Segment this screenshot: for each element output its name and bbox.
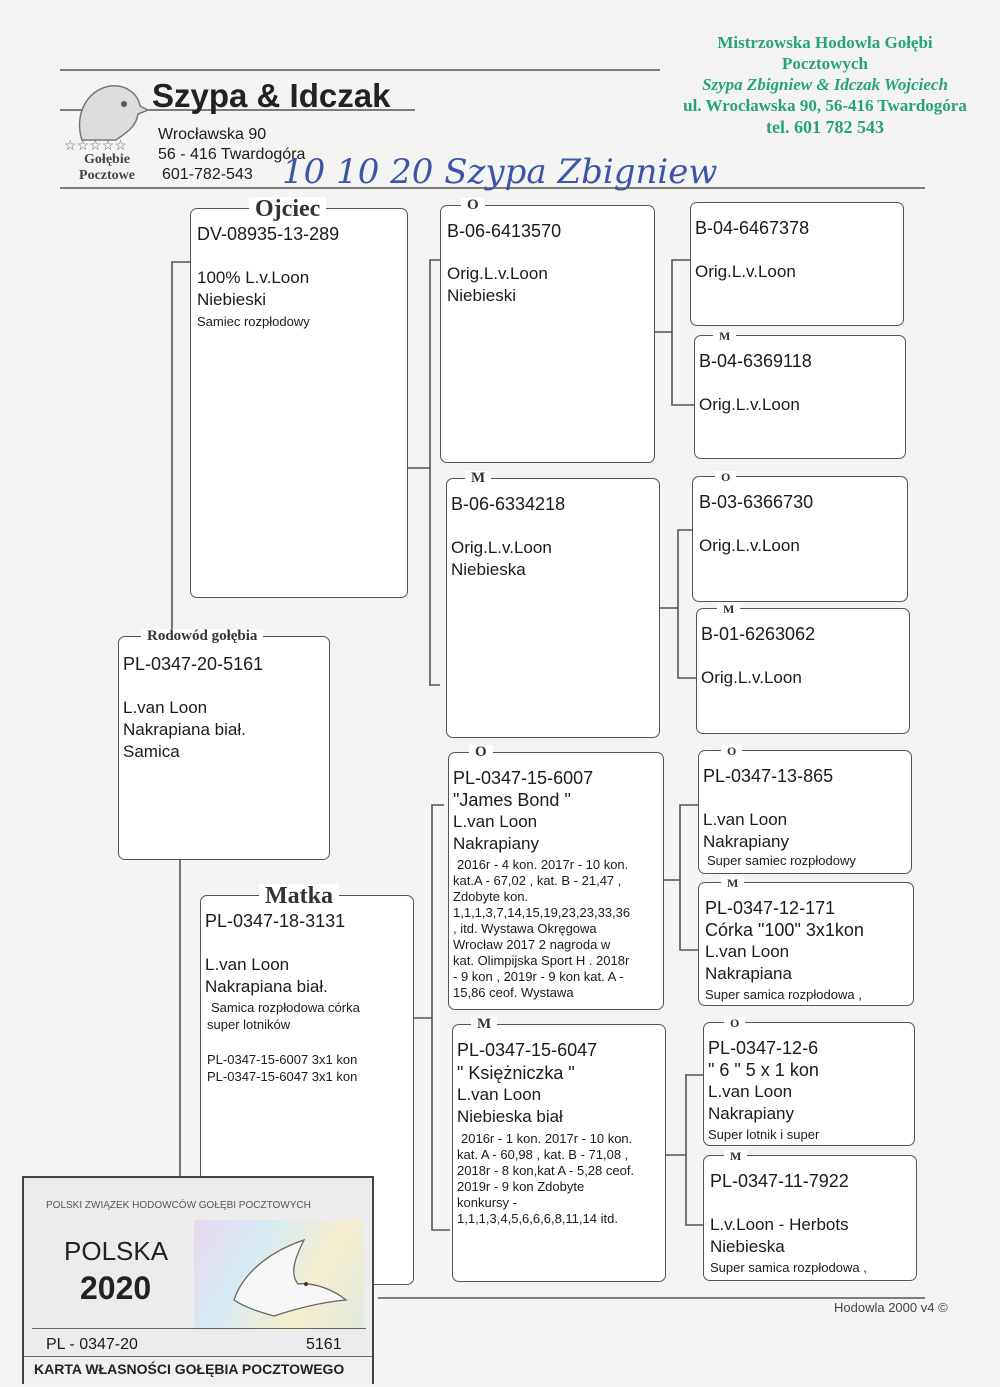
ff-box: O B-06-6413570 Orig.L.v.Loon Niebieski: [440, 198, 655, 463]
logo-title: Gołębie Pocztowe: [79, 152, 135, 183]
address-street: Wrocławska 90: [158, 126, 267, 143]
card-hologram: [194, 1220, 364, 1330]
subject-label: Rodowód gołębia: [141, 629, 264, 644]
fmm-box: M B-01-6263062 Orig.L.v.Loon: [696, 603, 910, 734]
subject-box: Rodowód gołębia PL-0347-20-5161 L.van Lo…: [118, 629, 330, 860]
ownership-card: POLSKI ZWIĄZEK HODOWCÓW GOŁĘBI POCZTOWYC…: [22, 1176, 374, 1385]
subject-ring: PL-0347-20-5161: [123, 654, 264, 674]
mf-box: O PL-0347-15-6007 "James Bond " L.van Lo…: [448, 745, 664, 1010]
fmf-box: O B-03-6366730 Orig.L.v.Loon: [692, 471, 908, 602]
logo-stars: ☆☆☆☆☆: [64, 137, 127, 153]
software-footer: Hodowla 2000 v4 ©: [834, 1300, 948, 1315]
card-org: POLSKI ZWIĄZEK HODOWCÓW GOŁĘBI POCZTOWYC…: [46, 1200, 311, 1211]
phone: 601-782-543: [162, 166, 253, 183]
breeder-name: Szypa & Idczak: [152, 77, 391, 114]
card-country: POLSKA: [64, 1236, 169, 1266]
father-ring: DV-08935-13-289: [197, 224, 340, 244]
card-ring-number: 5161: [306, 1336, 342, 1353]
ffm-box: M B-04-6369118 Orig.L.v.Loon: [694, 330, 906, 459]
address-city: 56 - 416 Twardogóra: [158, 146, 306, 163]
pigeon-head-icon: [78, 85, 150, 141]
mmm-box: M PL-0347-11-7922 L.v.Loon - Herbots Nie…: [703, 1150, 917, 1281]
card-ring-prefix: PL - 0347-20: [46, 1336, 138, 1353]
mother-label: Matka: [259, 884, 339, 908]
father-box: Ojciec DV-08935-13-289 100% L.v.Loon Nie…: [190, 197, 408, 598]
breeder-stamp: Mistrzowska Hodowla Gołębi Pocztowych Sz…: [683, 33, 967, 137]
mmf-box: O PL-0347-12-6 " 6 " 5 x 1 kon L.van Loo…: [703, 1017, 915, 1146]
card-footer: KARTA WŁASNOŚCI GOŁĘBIA POCZTOWEGO: [34, 1361, 345, 1377]
father-label: Ojciec: [249, 197, 327, 221]
mm-box: M PL-0347-15-6047 " Księżniczka " L.van …: [452, 1017, 666, 1282]
mother-ring: PL-0347-18-3131: [205, 911, 346, 931]
handwritten-signature: 10 10 20 Szypa Zbigniew: [282, 152, 718, 192]
mfm-box: M PL-0347-12-171 Córka "100" 3x1kon L.va…: [698, 877, 914, 1006]
pigeon-icon: [233, 1238, 348, 1317]
logo: ☆☆☆☆☆ Gołębie Pocztowe: [64, 76, 150, 186]
mff-box: O PL-0347-13-865 L.van Loon Nakrapiany S…: [698, 745, 912, 874]
card-year: 2020: [80, 1270, 152, 1306]
fm-box: M B-06-6334218 Orig.L.v.Loon Niebieska: [446, 471, 660, 738]
fff-box: B-04-6467378 Orig.L.v.Loon: [690, 202, 904, 326]
